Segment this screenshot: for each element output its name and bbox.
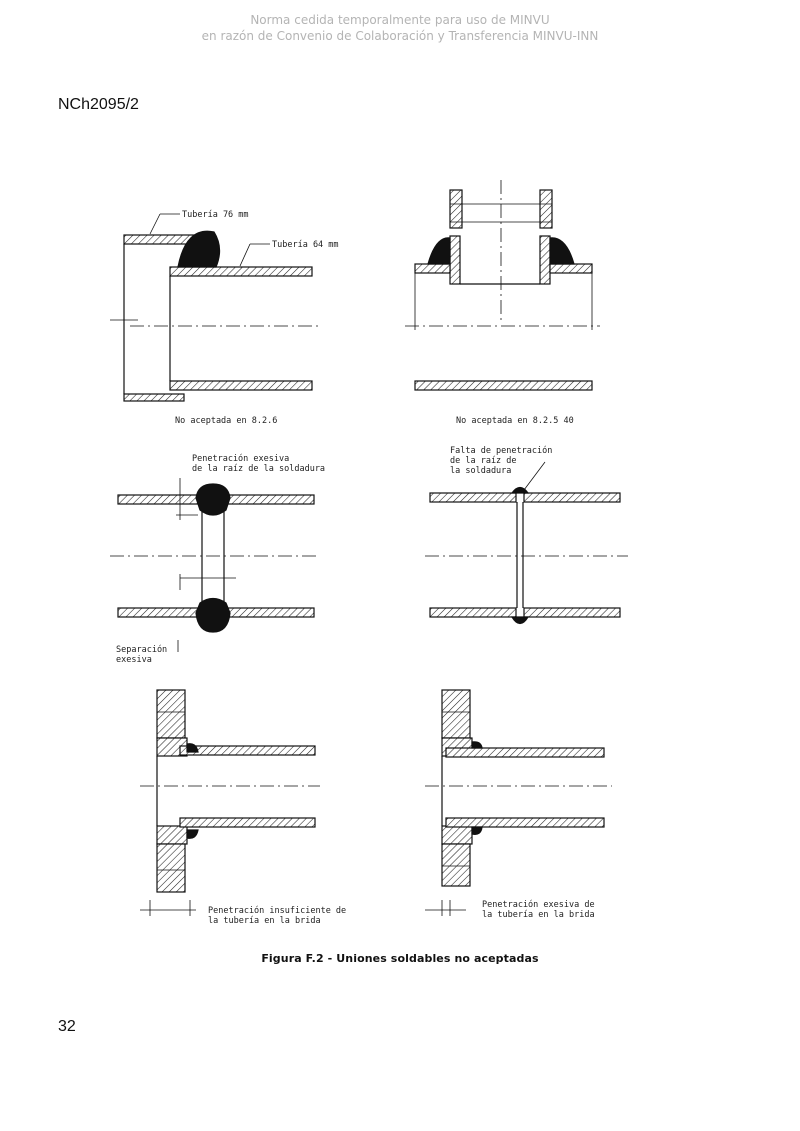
- weld-bead: [427, 237, 451, 265]
- watermark-line-1: Norma cedida temporalmente para uso de M…: [250, 13, 550, 27]
- panel-reducer-weld: [110, 213, 318, 402]
- page-number: 32: [58, 1018, 76, 1035]
- panel-flange-excessive: [425, 689, 612, 916]
- document-code: NCh2095/2: [58, 96, 139, 113]
- label-excess-penetration-1: Penetración exesiva: [192, 453, 289, 464]
- weld-bead: [186, 743, 199, 753]
- panel-sleeve-nozzle: [405, 180, 600, 391]
- label-not-accepted-2: No aceptada en 8.2.5 40: [456, 416, 574, 426]
- weld-bead: [510, 616, 530, 625]
- weld-bead: [510, 486, 530, 494]
- weld-bead: [177, 230, 221, 268]
- label-excess-pipe-penetration-2: la tubería en la brida: [482, 910, 595, 920]
- label-excess-gap-2: exesiva: [116, 655, 152, 665]
- label-not-accepted-1: No aceptada en 8.2.6: [175, 416, 277, 426]
- label-lack-penetration-2: de la raíz de: [450, 456, 517, 466]
- panel-lack-penetration: [425, 461, 628, 625]
- label-lack-penetration-1: Falta de penetración: [450, 445, 552, 456]
- watermark-line-2: en razón de Convenio de Colaboración y T…: [201, 29, 599, 43]
- label-excess-gap-1: Separación: [116, 644, 167, 655]
- label-excess-pipe-penetration-1: Penetración exesiva de: [482, 899, 595, 910]
- watermark: Norma cedida temporalmente para uso de M…: [0, 12, 800, 44]
- weld-bead: [195, 597, 231, 633]
- label-pipe-76: Tubería 76 mm: [182, 210, 249, 220]
- label-insufficient-penetration-2: la tubería en la brida: [208, 916, 321, 926]
- weld-bead: [195, 483, 231, 516]
- weld-bead: [549, 237, 575, 265]
- panel-excessive-penetration: [110, 478, 320, 652]
- label-pipe-64: Tubería 64 mm: [272, 240, 339, 250]
- label-lack-penetration-3: la soldadura: [450, 466, 511, 476]
- weld-bead: [471, 741, 483, 749]
- panel-flange-insufficient: [140, 689, 320, 916]
- label-excess-penetration-2: de la raíz de la soldadura: [192, 464, 325, 474]
- label-insufficient-penetration-1: Penetración insuficiente de: [208, 905, 346, 916]
- weld-bead: [186, 829, 199, 839]
- weld-bead: [471, 826, 483, 835]
- figure-caption: Figura F.2 - Uniones soldables no acepta…: [261, 952, 539, 965]
